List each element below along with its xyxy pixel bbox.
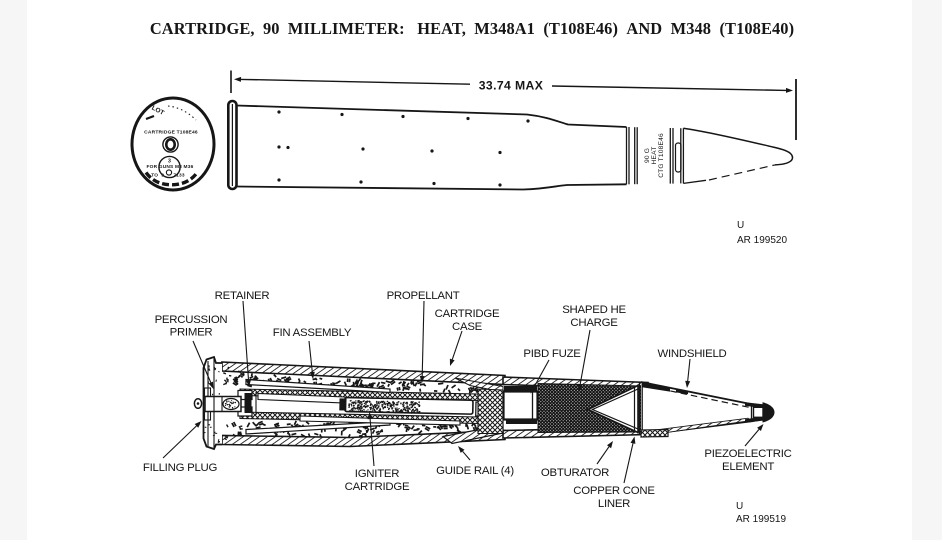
- svg-text:RETAINER: RETAINER: [215, 290, 270, 302]
- svg-text:PRIMER: PRIMER: [170, 327, 213, 339]
- svg-text:WINDSHIELD: WINDSHIELD: [658, 348, 727, 360]
- svg-text:CARTRIDGE: CARTRIDGE: [435, 308, 500, 320]
- svg-text:SHAPED HE: SHAPED HE: [562, 304, 626, 316]
- svg-text:IGNITER: IGNITER: [355, 468, 399, 480]
- svg-text:90 G: 90 G: [644, 148, 651, 163]
- svg-text:COPPER CONE: COPPER CONE: [573, 485, 655, 497]
- svg-text:33.74 MAX: 33.74 MAX: [479, 79, 544, 93]
- svg-text:FILLING PLUG: FILLING PLUG: [143, 462, 218, 474]
- svg-text:CARTRIDGE, 90 MILLIMETER:: CARTRIDGE, 90 MILLIMETER: HEAT, M348A1 (…: [150, 19, 794, 38]
- svg-text:HEAT: HEAT: [651, 147, 658, 165]
- svg-text:PIBD FUZE: PIBD FUZE: [523, 348, 581, 360]
- svg-text:FIN ASSEMBLY: FIN ASSEMBLY: [273, 327, 352, 339]
- svg-text:CARTRIDGE: CARTRIDGE: [345, 481, 410, 493]
- svg-text:CHARGE: CHARGE: [570, 317, 618, 329]
- svg-text:AR 199519: AR 199519: [736, 514, 786, 525]
- svg-text:CTG T108E46: CTG T108E46: [658, 133, 665, 178]
- svg-text:CARTRIDGE T108E46: CARTRIDGE T108E46: [144, 130, 198, 136]
- svg-text:LINER: LINER: [598, 498, 630, 510]
- svg-text:GUIDE RAIL (4): GUIDE RAIL (4): [436, 465, 514, 477]
- svg-text:U: U: [737, 220, 744, 231]
- svg-text:TO 9 7133: TO 9 7133: [151, 173, 185, 179]
- svg-text:3: 3: [168, 159, 171, 165]
- svg-text:CASE: CASE: [452, 321, 483, 333]
- svg-text:PIEZOELECTRIC: PIEZOELECTRIC: [704, 448, 791, 460]
- svg-text:PROPELLANT: PROPELLANT: [387, 290, 460, 302]
- svg-text:U: U: [736, 501, 743, 512]
- svg-text:FOR GUNS M3 M36: FOR GUNS M3 M36: [147, 164, 194, 170]
- svg-text:OBTURATOR: OBTURATOR: [541, 467, 609, 479]
- svg-text:ELEMENT: ELEMENT: [722, 461, 774, 473]
- svg-text:PERCUSSION: PERCUSSION: [155, 314, 228, 326]
- svg-text:AR 199520: AR 199520: [737, 235, 787, 246]
